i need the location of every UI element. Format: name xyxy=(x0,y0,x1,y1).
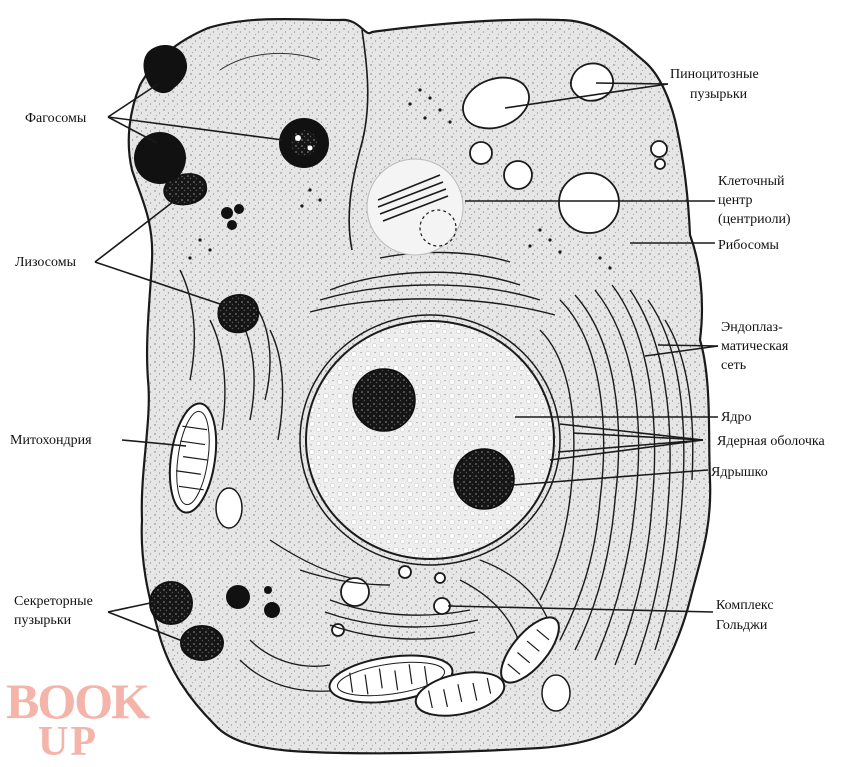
label-cell-center-line1: Клеточный xyxy=(718,174,785,189)
secretory-vesicles xyxy=(149,581,280,661)
lysosomes xyxy=(163,173,260,334)
label-ribosomes: Рибосомы xyxy=(718,238,780,253)
label-secretory-line1: Секреторные xyxy=(14,594,93,609)
label-phagosomes: Фагосомы xyxy=(25,111,87,126)
nucleolus-1 xyxy=(352,368,416,432)
mitochondria xyxy=(168,402,571,717)
label-golgi-line1: Комплекс xyxy=(716,598,774,613)
golgi-complex xyxy=(299,569,479,640)
label-nucleolus: Ядрышко xyxy=(711,465,768,480)
label-er-line3: сеть xyxy=(721,358,746,373)
cell-center xyxy=(366,158,464,256)
watermark-logo: BOOK UP xyxy=(6,673,152,765)
label-golgi-line2: Гольджи xyxy=(716,618,768,633)
leader-lines xyxy=(94,82,719,643)
label-pinocytic-line2: пузырьки xyxy=(690,87,748,102)
label-mitochondrion: Митохондрия xyxy=(10,433,92,448)
label-er-line1: Эндоплаз- xyxy=(721,320,783,335)
watermark-line2: UP xyxy=(38,719,98,762)
label-cell-center-line2: центр xyxy=(718,193,753,208)
label-nuclear-envelope: Ядерная оболочка xyxy=(717,434,826,449)
label-lysosomes: Лизосомы xyxy=(15,255,77,270)
label-er-line2: матическая xyxy=(721,339,789,354)
label-cell-center-line3: (центриоли) xyxy=(718,212,791,227)
ribosome-dots xyxy=(188,88,612,270)
phagosomes xyxy=(134,45,329,184)
nucleus xyxy=(299,314,561,566)
label-nucleus: Ядро xyxy=(721,410,751,425)
nucleolus-2 xyxy=(453,448,515,510)
label-secretory-line2: пузырьки xyxy=(14,613,72,628)
watermark-line1: BOOK xyxy=(6,673,150,729)
label-pinocytic-line1: Пиноцитозные xyxy=(670,67,759,82)
